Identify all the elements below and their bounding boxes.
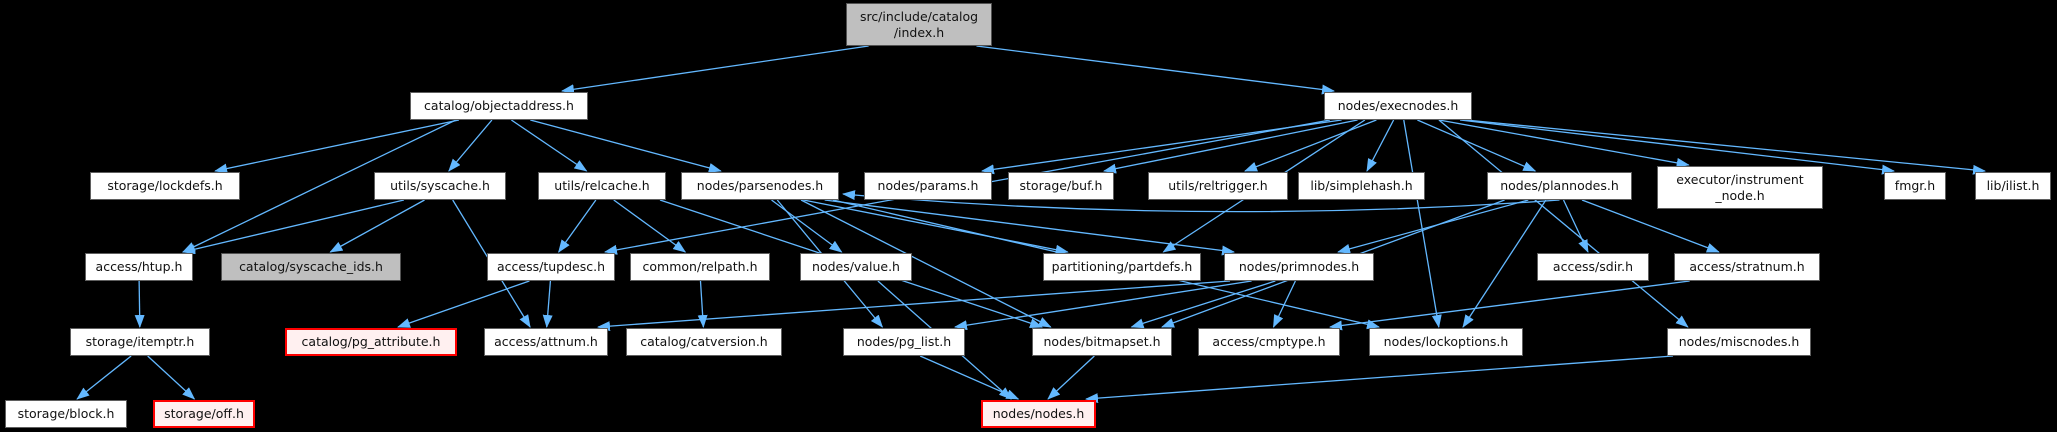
graph-node-parsenodes[interactable]: nodes/parsenodes.h (681, 172, 839, 200)
graph-node-relcache[interactable]: utils/relcache.h (538, 172, 666, 200)
include-edge-objaddr-relcache (510, 119, 588, 172)
graph-node-miscnodes[interactable]: nodes/miscnodes.h (1667, 328, 1811, 356)
include-edge-execnodes-reltrigger (1244, 119, 1377, 172)
graph-node-catversion[interactable]: catalog/catversion.h (626, 328, 782, 356)
include-edge-execnodes-miscnodes (1438, 119, 1689, 328)
graph-node-instr[interactable]: executor/instrument _node.h (1657, 166, 1823, 209)
graph-node-ilist[interactable]: lib/ilist.h (1975, 172, 2051, 200)
include-edge-plannodes-sdir (1562, 199, 1589, 253)
graph-node-pg_list[interactable]: nodes/pg_list.h (843, 328, 965, 356)
graph-node-fmgr[interactable]: fmgr.h (1884, 172, 1946, 200)
include-edge-plannodes-parsenodes (842, 190, 1560, 213)
include-edge-itemptr-block (76, 355, 132, 400)
include-edge-primnodes-attnum (597, 280, 1231, 332)
include-edge-execnodes-instr (1438, 119, 1690, 168)
graph-node-objaddr[interactable]: catalog/objectaddress.h (410, 92, 588, 120)
include-edge-execnodes-lockoptions (1403, 119, 1442, 328)
graph-node-partdefs[interactable]: partitioning/partdefs.h (1043, 253, 1201, 281)
include-edge-primnodes-pg_list (954, 280, 1252, 331)
include-edge-objaddr-syscache (448, 119, 493, 172)
graph-node-syscache[interactable]: utils/syscache.h (374, 172, 506, 200)
include-edge-idx-objaddr (561, 45, 869, 95)
graph-node-nodes[interactable]: nodes/nodes.h (981, 400, 1096, 428)
include-edge-objaddr-parsenodes (530, 119, 722, 173)
graph-node-htup[interactable]: access/htup.h (85, 253, 193, 281)
include-edge-bitmapset-nodes (1047, 355, 1095, 400)
graph-node-buf[interactable]: storage/buf.h (1008, 172, 1114, 200)
include-edge-execnodes-ilist (1465, 119, 1986, 175)
include-edge-relpath-catversion (697, 280, 708, 328)
include-edge-pg_list-nodes (919, 355, 1020, 400)
graph-node-itemptr[interactable]: storage/itemptr.h (70, 328, 210, 356)
include-edge-parsenodes-partdefs (803, 199, 1069, 255)
include-edge-execnodes-simplehash (1366, 119, 1395, 172)
graph-node-primnodes[interactable]: nodes/primnodes.h (1224, 253, 1374, 281)
graph-node-block[interactable]: storage/block.h (5, 400, 127, 428)
include-edge-execnodes-buf (1103, 119, 1358, 174)
graph-node-stratnum[interactable]: access/stratnum.h (1674, 253, 1820, 281)
include-edge-objaddr-lockdefs (214, 119, 460, 174)
graph-node-sdir[interactable]: access/sdir.h (1537, 253, 1649, 281)
graph-node-plannodes[interactable]: nodes/plannodes.h (1487, 172, 1632, 200)
graph-node-execnodes[interactable]: nodes/execnodes.h (1324, 92, 1472, 120)
graph-node-reltrigger[interactable]: utils/reltrigger.h (1148, 172, 1288, 200)
graph-node-simplehash[interactable]: lib/simplehash.h (1298, 172, 1425, 200)
graph-node-bitmapset[interactable]: nodes/bitmapset.h (1032, 328, 1172, 356)
graph-node-idx[interactable]: src/include/catalog /index.h (846, 3, 992, 46)
include-edge-idx-execnodes (976, 45, 1335, 95)
include-edge-relcache-tupdesc (558, 199, 597, 253)
include-edge-tupdesc-attnum (542, 280, 553, 328)
graph-node-lockoptions[interactable]: nodes/lockoptions.h (1369, 328, 1523, 356)
graph-node-off[interactable]: storage/off.h (153, 400, 255, 428)
include-edge-plannodes-lockoptions (1462, 199, 1547, 328)
include-edge-miscnodes-nodes (1085, 355, 1674, 404)
graph-node-relpath[interactable]: common/relpath.h (630, 253, 770, 281)
graph-node-tupdesc[interactable]: access/tupdesc.h (487, 253, 615, 281)
graph-node-attnum[interactable]: access/attnum.h (484, 328, 608, 356)
include-edge-primnodes-cmptype (1272, 280, 1296, 328)
graph-node-syscache_ids[interactable]: catalog/syscache_ids.h (221, 253, 401, 281)
include-edge-syscache-htup (182, 199, 405, 255)
include-edge-itemptr-off (147, 355, 196, 400)
include-edge-execnodes-fmgr (1459, 119, 1895, 175)
graph-node-params[interactable]: nodes/params.h (864, 172, 992, 200)
include-edge-plannodes-stratnum (1581, 199, 1720, 253)
include-edge-stratnum-cmptype (1329, 280, 1690, 331)
include-edge-htup-itemptr (134, 280, 145, 328)
graph-node-value[interactable]: nodes/value.h (800, 253, 912, 281)
include-edge-tupdesc-pg_attribute (397, 280, 530, 328)
graph-node-lockdefs[interactable]: storage/lockdefs.h (90, 172, 240, 200)
include-edge-execnodes-plannodes (1417, 119, 1537, 172)
include-edge-objaddr-htup (182, 119, 457, 253)
include-edge-primnodes-bitmapset (1130, 280, 1276, 329)
graph-node-pg_attribute[interactable]: catalog/pg_attribute.h (285, 328, 457, 356)
include-edge-parsenodes-value (771, 199, 843, 253)
include-edge-relcache-relpath (613, 199, 687, 253)
include-edge-parsenodes-bitmapset (800, 199, 1052, 328)
include-edge-syscache-syscache_ids (329, 199, 425, 253)
graph-node-cmptype[interactable]: access/cmptype.h (1198, 328, 1340, 356)
